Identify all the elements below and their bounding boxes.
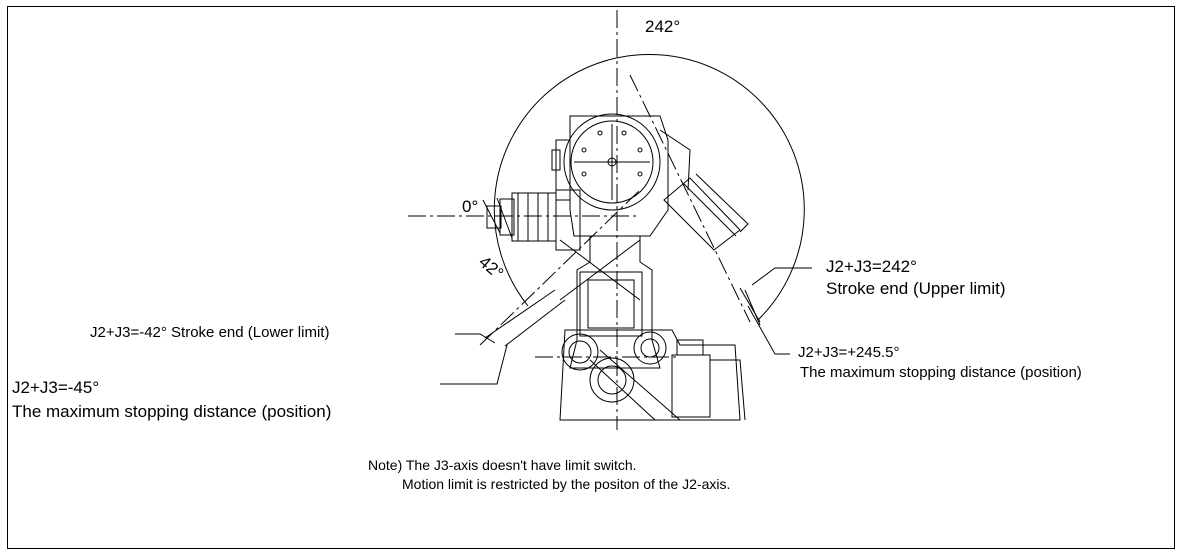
leader-max-lower — [440, 344, 508, 385]
max-upper-angle: J2+J3=+245.5° — [798, 344, 900, 361]
upper-limit-angle: J2+J3=242° — [826, 257, 917, 276]
lower-limit-stroke — [484, 289, 556, 339]
upper-limit-center-line — [629, 74, 751, 323]
forearm-flange — [511, 192, 557, 242]
motion-range-arc — [493, 54, 805, 321]
upper-max-stroke — [744, 289, 761, 326]
leader-lower-limit — [455, 333, 496, 344]
upper-limit-text: Stroke end (Upper limit) — [826, 279, 1006, 298]
drawing-frame — [7, 6, 1175, 549]
j3-housing — [563, 113, 661, 211]
robot-body — [486, 113, 749, 421]
lower-limit-center-line — [479, 189, 641, 346]
max-lower-angle: J2+J3=-45° — [12, 378, 100, 397]
sweep-angle-label: 242° — [645, 17, 681, 36]
max-upper-text: The maximum stopping distance (position) — [800, 364, 1082, 381]
leader-max-upper — [747, 305, 790, 355]
j2-motor — [671, 354, 711, 418]
max-lower-text: The maximum stopping distance (position) — [12, 402, 332, 421]
j2-joint-right — [633, 331, 667, 365]
zero-angle-label: 0° — [462, 197, 479, 216]
upper-wrist — [663, 177, 741, 251]
note-line-1: Note) The J3-axis doesn't have limit swi… — [368, 457, 637, 473]
j2-joint-left — [561, 333, 599, 371]
lower-max-stroke — [504, 299, 566, 347]
note-line-2: Motion limit is restricted by the posito… — [402, 476, 731, 492]
robot-base — [559, 329, 741, 421]
leader-upper-limit — [751, 267, 812, 286]
lower-arm — [569, 236, 661, 369]
lower-limit-text: J2+J3=-42° Stroke end (Lower limit) — [90, 324, 330, 341]
